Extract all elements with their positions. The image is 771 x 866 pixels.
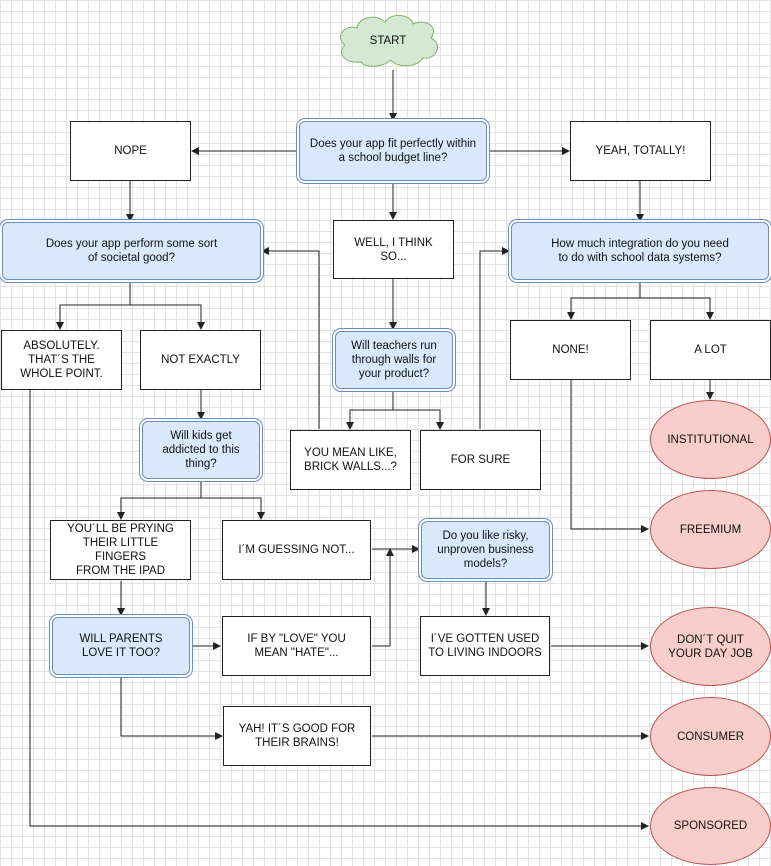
edge-brick-back-to-societal [261, 247, 320, 429]
answer-yeah-totally: YEAH, TOTALLY! [570, 121, 711, 181]
outcome-consumer: CONSUMER [650, 697, 771, 776]
outcome-freemium: FREEMIUM [650, 490, 771, 569]
edge-teachers-to-brick [346, 390, 394, 430]
answer-absolutely: ABSOLUTELY. THAT´S THE WHOLE POINT. [1, 330, 122, 390]
question-integration: How much integration do you need to do w… [511, 222, 769, 280]
edge-societal-to-absolutely [56, 281, 131, 330]
edge-for-sure-to-integration [479, 247, 510, 429]
question-addicted: Will kids get addicted to this thing? [142, 421, 260, 479]
outcome-institutional: INSTITUTIONAL [650, 400, 771, 479]
answer-for-sure: FOR SURE [420, 430, 541, 490]
answer-brick-walls: YOU MEAN LIKE, BRICK WALLS...? [290, 430, 411, 490]
edge-integration-to-a-lot [640, 297, 714, 320]
edge-absolutely-to-sponsored [29, 390, 649, 830]
question-parents: WILL PARENTS LOVE IT TOO? [52, 617, 190, 675]
answer-prying: YOU´LL BE PRYING THEIR LITTLE FINGERS FR… [50, 520, 191, 580]
edge-integration-to-none [567, 281, 641, 320]
start-label: START [369, 35, 407, 47]
answer-guessing-not: I´M GUESSING NOT... [222, 520, 371, 580]
answer-nope: NOPE [70, 121, 191, 181]
edge-teachers-to-for-sure [393, 409, 444, 430]
cloud-shape [340, 15, 438, 67]
answer-love-hate: IF BY "LOVE" YOU MEAN "HATE"... [222, 616, 371, 676]
question-societal-good: Does your app perform some sort of socie… [2, 222, 261, 280]
answer-none: NONE! [510, 320, 631, 380]
answer-well-think-so: WELL, I THINK SO... [333, 220, 454, 279]
question-teachers: Will teachers run through walls for your… [335, 331, 453, 389]
answer-brains: YAH! IT´S GOOD FOR THEIR BRAINS! [223, 706, 371, 766]
answer-indoors: I´VE GOTTEN USED TO LIVING INDOORS [420, 616, 550, 676]
answer-not-exactly: NOT EXACTLY [140, 330, 261, 390]
outcome-sponsored: SPONSORED [650, 787, 771, 865]
edge-addicted-to-prying [117, 480, 202, 520]
edge-none-to-freemium [570, 380, 649, 533]
start-node: START [333, 12, 443, 70]
edge-addicted-to-guessing [201, 497, 265, 520]
edge-societal-to-not-exactly [130, 304, 205, 330]
edge-love-hate-to-risky [372, 548, 394, 647]
question-budget: Does your app fit perfectly within a sch… [299, 121, 487, 181]
answer-a-lot: A LOT [650, 320, 771, 380]
edge-parents-to-brains [120, 677, 223, 740]
question-risky: Do you like risky, unproven business mod… [421, 521, 550, 579]
outcome-day-job: DON´T QUIT YOUR DAY JOB [650, 607, 771, 686]
